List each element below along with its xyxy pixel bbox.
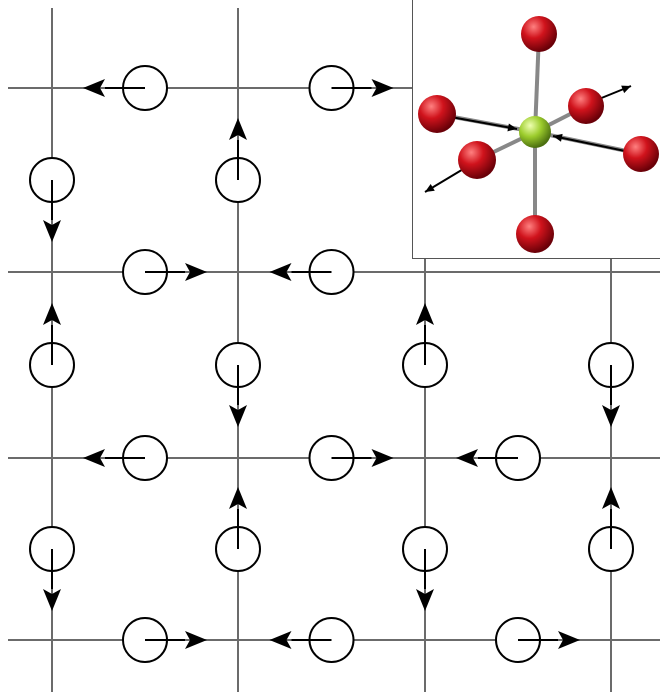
inset-arrow-back-head bbox=[621, 85, 631, 94]
inset-arrow-left-head bbox=[507, 123, 517, 132]
central-atom bbox=[519, 116, 551, 148]
arrow-head bbox=[229, 487, 247, 509]
displacement-arrow bbox=[402, 526, 448, 611]
arrow-head bbox=[229, 118, 247, 140]
octahedral-inset bbox=[412, 0, 660, 259]
ligand-left-atom bbox=[418, 95, 456, 133]
displacement-arrow bbox=[83, 65, 168, 111]
displacement-arrow bbox=[122, 617, 207, 663]
ligand-back-atom bbox=[568, 88, 604, 124]
displacement-arrow bbox=[269, 249, 355, 295]
displacement-arrow bbox=[495, 617, 580, 663]
arrow-head bbox=[602, 405, 620, 427]
displacement-arrow bbox=[29, 157, 75, 242]
arrow-head bbox=[185, 631, 207, 649]
displacement-arrow bbox=[215, 342, 261, 427]
arrow-head bbox=[558, 631, 580, 649]
inset-arrow-left-shaft bbox=[450, 116, 518, 130]
arrow-head bbox=[602, 487, 620, 509]
arrow-head bbox=[229, 405, 247, 427]
arrow-head bbox=[185, 263, 207, 281]
displacement-arrow bbox=[215, 118, 261, 203]
displacement-arrow bbox=[588, 487, 634, 572]
inset-arrow-front-head bbox=[425, 183, 435, 192]
arrow-head bbox=[269, 263, 292, 281]
displacement-arrow bbox=[83, 435, 168, 481]
displacement-arrow bbox=[456, 435, 541, 481]
displacement-arrow bbox=[215, 487, 261, 572]
arrow-head bbox=[43, 589, 61, 611]
inset-arrow-right-head bbox=[553, 133, 563, 142]
arrow-head bbox=[83, 79, 105, 97]
ligand-right-atom bbox=[623, 136, 659, 172]
arrow-head bbox=[416, 303, 434, 325]
arrow-head bbox=[456, 449, 478, 467]
octahedron-model bbox=[418, 16, 659, 253]
ligand-top-atom bbox=[521, 16, 557, 52]
inset-arrow-right-shaft bbox=[552, 135, 626, 152]
arrow-head bbox=[371, 449, 394, 467]
displacement-arrow bbox=[29, 303, 75, 388]
arrow-head bbox=[43, 220, 61, 242]
displacement-arrow bbox=[122, 249, 207, 295]
displacement-arrow bbox=[269, 617, 355, 663]
displacement-arrow bbox=[308, 65, 394, 111]
displacement-arrow bbox=[402, 303, 448, 388]
displacement-arrow bbox=[588, 342, 634, 427]
arrow-head bbox=[269, 631, 292, 649]
arrow-head bbox=[371, 79, 394, 97]
ligand-bottom-atom bbox=[516, 215, 554, 253]
ligand-front-atom bbox=[458, 141, 496, 179]
displacement-arrow bbox=[29, 526, 75, 611]
arrow-head bbox=[416, 589, 434, 611]
arrow-head bbox=[43, 303, 61, 325]
displacement-arrow bbox=[308, 435, 394, 481]
arrow-head bbox=[83, 449, 105, 467]
